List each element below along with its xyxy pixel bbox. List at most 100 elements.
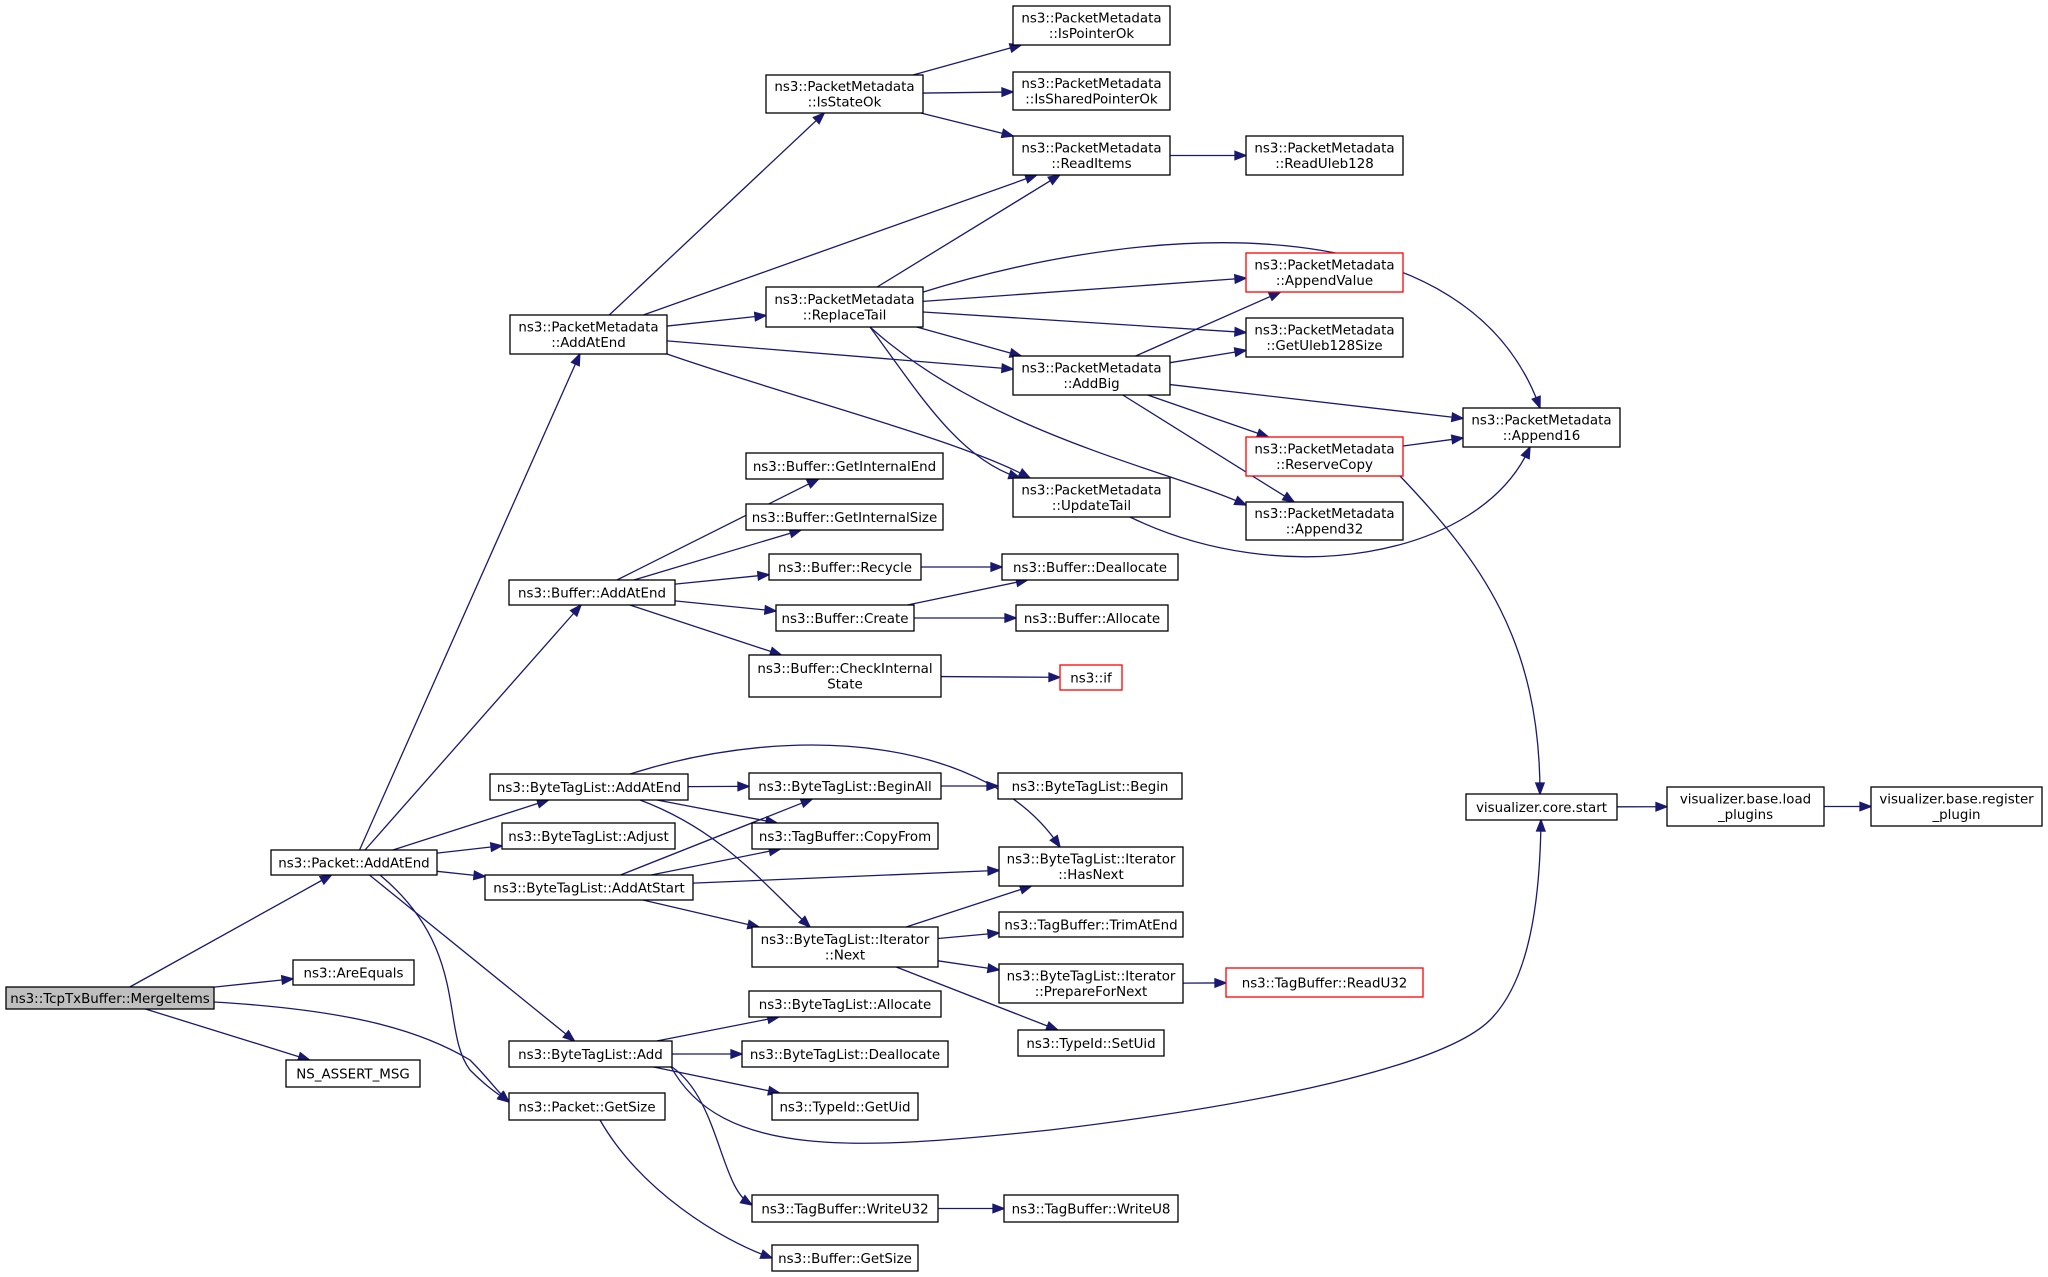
node-box[interactable] [1245,252,1404,293]
node-box[interactable] [1462,407,1621,448]
node-packet_addatend[interactable]: ns3::Packet::AddAtEnd [270,849,438,876]
node-btl_deallocate[interactable]: ns3::ByteTagList::Deallocate [741,1040,949,1068]
node-vis_load_plugins[interactable]: visualizer.base.load_plugins [1666,786,1825,827]
node-packet_getsize[interactable]: ns3::Packet::GetSize [508,1092,666,1121]
node-box[interactable] [270,849,438,876]
node-btl_addatend[interactable]: ns3::ByteTagList::AddAtEnd [489,773,689,801]
node-box[interactable] [5,986,215,1010]
node-box[interactable] [775,604,915,632]
node-btl_iter_hasnext[interactable]: ns3::ByteTagList::Iterator::HasNext [998,846,1184,887]
node-box[interactable] [1245,501,1404,541]
node-pm_isstateok[interactable]: ns3::PacketMetadata::IsStateOk [765,74,924,114]
node-box[interactable] [484,874,694,901]
node-box[interactable] [998,911,1184,938]
node-buffer_recycle[interactable]: ns3::Buffer::Recycle [768,553,922,581]
node-pm_replacetail[interactable]: ns3::PacketMetadata::ReplaceTail [765,286,924,328]
node-typeid_getuid[interactable]: ns3::TypeId::GetUid [771,1092,919,1121]
node-areequals[interactable]: ns3::AreEquals [292,959,415,986]
node-box[interactable] [501,822,676,850]
node-box[interactable] [751,1194,939,1223]
node-tb_trimatend[interactable]: ns3::TagBuffer::TrimAtEnd [998,911,1184,938]
node-box[interactable] [751,926,939,968]
node-box[interactable] [508,579,676,606]
node-box[interactable] [285,1059,421,1088]
node-box[interactable] [489,773,689,801]
node-box[interactable] [745,452,944,480]
node-pm_appendvalue[interactable]: ns3::PacketMetadata::AppendValue [1245,252,1404,293]
node-btl_begin[interactable]: ns3::ByteTagList::Begin [997,772,1183,800]
node-ns3_if[interactable]: ns3::if [1059,664,1123,691]
node-box[interactable] [751,822,939,850]
node-tb_readu32[interactable]: ns3::TagBuffer::ReadU32 [1225,967,1424,998]
node-box[interactable] [1012,477,1171,518]
node-box[interactable] [1012,71,1171,111]
node-box[interactable] [1870,786,2043,827]
node-pm_append16[interactable]: ns3::PacketMetadata::Append16 [1462,407,1621,448]
node-pm_ispointerok[interactable]: ns3::PacketMetadata::IsPointerOk [1012,5,1171,46]
node-box[interactable] [998,963,1184,1004]
node-btl_adjust[interactable]: ns3::ByteTagList::Adjust [501,822,676,850]
node-box[interactable] [765,74,924,114]
node-buffer_getinternalsize[interactable]: ns3::Buffer::GetInternalSize [745,503,944,531]
node-box[interactable] [508,1092,666,1121]
node-buffer_create[interactable]: ns3::Buffer::Create [775,604,915,632]
node-box[interactable] [771,1092,919,1121]
node-vis_core_start[interactable]: visualizer.core.start [1465,793,1618,821]
node-box[interactable] [748,772,942,800]
node-btl_beginall[interactable]: ns3::ByteTagList::BeginAll [748,772,942,800]
node-box[interactable] [771,1244,919,1272]
node-mergeitems[interactable]: ns3::TcpTxBuffer::MergeItems [5,986,215,1010]
node-box[interactable] [748,990,942,1018]
node-box[interactable] [1001,553,1179,581]
node-pm_readuleb128[interactable]: ns3::PacketMetadata::ReadUleb128 [1245,135,1404,176]
node-btl_addatstart[interactable]: ns3::ByteTagList::AddAtStart [484,874,694,901]
node-buffer_deallocate[interactable]: ns3::Buffer::Deallocate [1001,553,1179,581]
node-box[interactable] [741,1040,949,1068]
node-box[interactable] [1012,355,1171,396]
node-box[interactable] [1017,1029,1165,1057]
node-box[interactable] [768,553,922,581]
node-box[interactable] [1015,604,1169,632]
node-pm_append32[interactable]: ns3::PacketMetadata::Append32 [1245,501,1404,541]
node-box[interactable] [1245,436,1404,477]
node-box[interactable] [1059,664,1123,691]
node-pm_readitems[interactable]: ns3::PacketMetadata::ReadItems [1012,135,1171,176]
node-pm_getuleb128size[interactable]: ns3::PacketMetadata::GetUleb128Size [1245,317,1404,358]
node-btl_iter_prepare[interactable]: ns3::ByteTagList::Iterator::PrepareForNe… [998,963,1184,1004]
node-pm_addbig[interactable]: ns3::PacketMetadata::AddBig [1012,355,1171,396]
node-buffer_addatend[interactable]: ns3::Buffer::AddAtEnd [508,579,676,606]
node-pm_addatend[interactable]: ns3::PacketMetadata::AddAtEnd [509,314,668,355]
node-btl_iter_next[interactable]: ns3::ByteTagList::Iterator::Next [751,926,939,968]
node-box[interactable] [1225,967,1424,998]
node-box[interactable] [997,772,1183,800]
node-box[interactable] [765,286,924,328]
node-box[interactable] [508,1040,673,1068]
node-pm_reservecopy[interactable]: ns3::PacketMetadata::ReserveCopy [1245,436,1404,477]
node-box[interactable] [998,846,1184,887]
node-vis_register_plugin[interactable]: visualizer.base.register_plugin [1870,786,2043,827]
node-tb_copyfrom[interactable]: ns3::TagBuffer::CopyFrom [751,822,939,850]
node-box[interactable] [1003,1194,1179,1223]
node-box[interactable] [509,314,668,355]
node-box[interactable] [1012,5,1171,46]
node-buffer_getsize[interactable]: ns3::Buffer::GetSize [771,1244,919,1272]
node-box[interactable] [292,959,415,986]
node-btl_add[interactable]: ns3::ByteTagList::Add [508,1040,673,1068]
node-buffer_allocate[interactable]: ns3::Buffer::Allocate [1015,604,1169,632]
node-box[interactable] [1245,135,1404,176]
node-typeid_setuid[interactable]: ns3::TypeId::SetUid [1017,1029,1165,1057]
node-pm_updatetail[interactable]: ns3::PacketMetadata::UpdateTail [1012,477,1171,518]
node-tb_writeu32[interactable]: ns3::TagBuffer::WriteU32 [751,1194,939,1223]
node-ns_assert_msg[interactable]: NS_ASSERT_MSG [285,1059,421,1088]
node-btl_allocate[interactable]: ns3::ByteTagList::Allocate [748,990,942,1018]
node-box[interactable] [745,503,944,531]
node-pm_issharedpointerok[interactable]: ns3::PacketMetadata::IsSharedPointerOk [1012,71,1171,111]
node-box[interactable] [1666,786,1825,827]
node-buffer_getinternalend[interactable]: ns3::Buffer::GetInternalEnd [745,452,944,480]
node-box[interactable] [1012,135,1171,176]
node-box[interactable] [748,654,942,698]
node-box[interactable] [1465,793,1618,821]
node-box[interactable] [1245,317,1404,358]
node-tb_writeu8[interactable]: ns3::TagBuffer::WriteU8 [1003,1194,1179,1223]
